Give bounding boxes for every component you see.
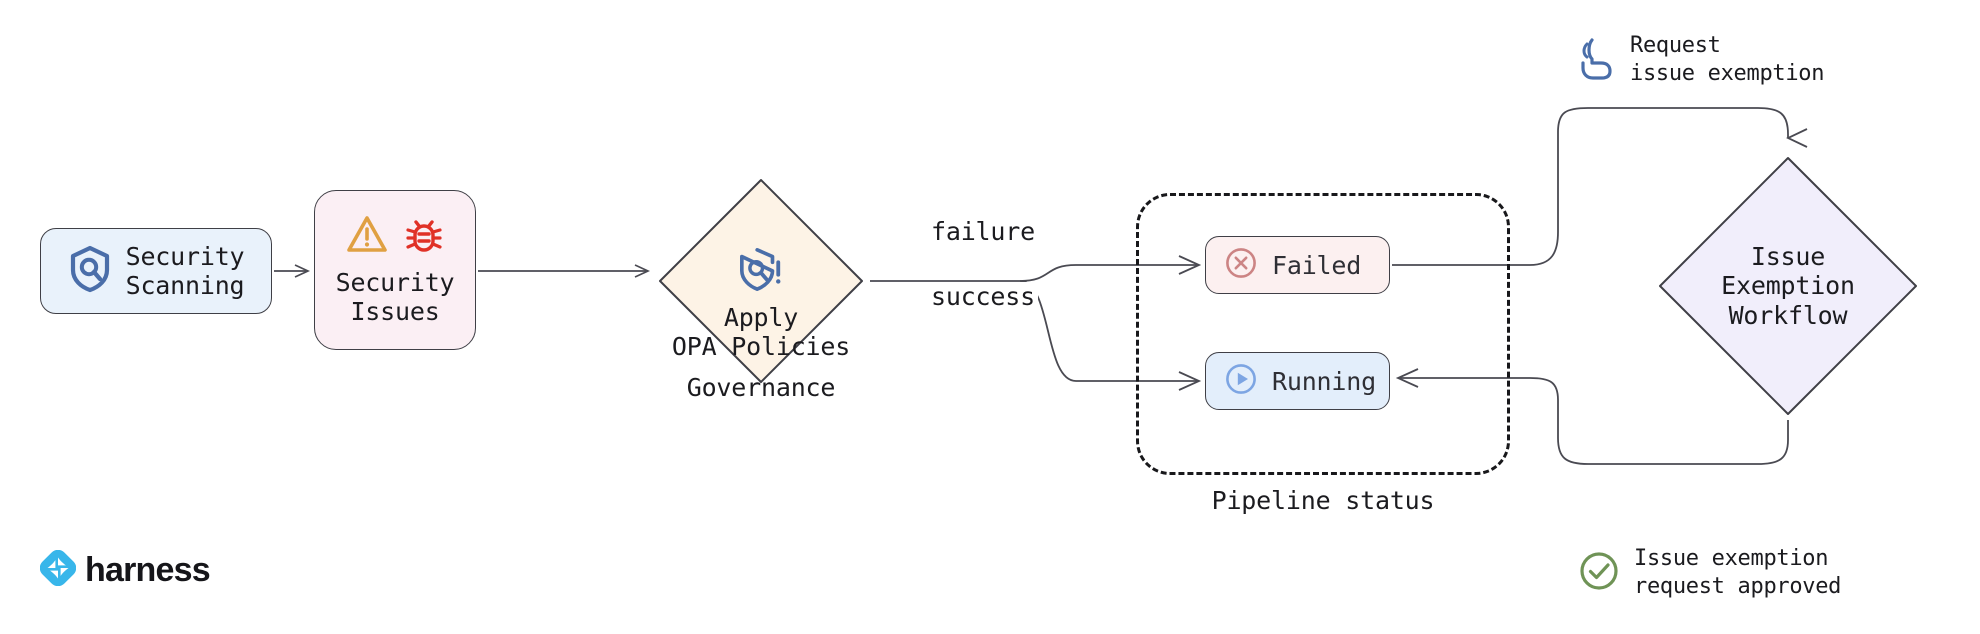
warning-triangle-icon (346, 214, 388, 258)
group-pipeline-status (1136, 193, 1510, 475)
check-circle-icon (1578, 550, 1620, 596)
play-circle-icon (1224, 362, 1258, 400)
x-circle-icon (1224, 246, 1258, 284)
edge-label-success: success (928, 282, 1038, 311)
node-label: Security Scanning (125, 241, 245, 301)
node-failed[interactable]: Failed (1205, 236, 1390, 294)
security-issues-icon-row (346, 214, 444, 258)
group-title-governance: Governance (686, 373, 836, 402)
node-label: Security Issues (335, 267, 455, 327)
harness-logo-icon (39, 549, 77, 590)
node-security-scanning[interactable]: Security Scanning (40, 228, 272, 314)
node-apply-opa-policies[interactable]: Apply OPA Policies (654, 174, 868, 388)
shield-search-alert-icon (738, 245, 784, 297)
click-hand-icon (1578, 36, 1616, 84)
bug-icon (404, 214, 444, 258)
node-security-issues[interactable]: Security Issues (314, 190, 476, 350)
node-running[interactable]: Running (1205, 352, 1390, 410)
node-issue-exemption-workflow[interactable]: Issue Exemption Workflow (1654, 152, 1922, 420)
shield-search-icon (68, 245, 112, 297)
node-label: Issue Exemption Workflow (1721, 241, 1855, 330)
node-label: Failed (1272, 250, 1362, 280)
edge-label-failure: failure (928, 217, 1038, 246)
group-title-pipeline-status: Pipeline status (1211, 486, 1435, 515)
annotation-text: Request issue exemption (1630, 33, 1825, 86)
harness-logo-text: harness (85, 550, 211, 589)
annotation-text: Issue exemption request approved (1634, 546, 1842, 599)
annotation-request-approved: Issue exemption request approved (1578, 545, 1841, 600)
harness-logo: harness (39, 549, 211, 590)
node-label: Apply OPA Policies (671, 302, 851, 362)
annotation-request-exemption: Request issue exemption (1578, 32, 1824, 87)
diamond-shape (1659, 157, 1917, 415)
node-label: Running (1272, 366, 1376, 396)
diamond-shape (659, 179, 863, 383)
